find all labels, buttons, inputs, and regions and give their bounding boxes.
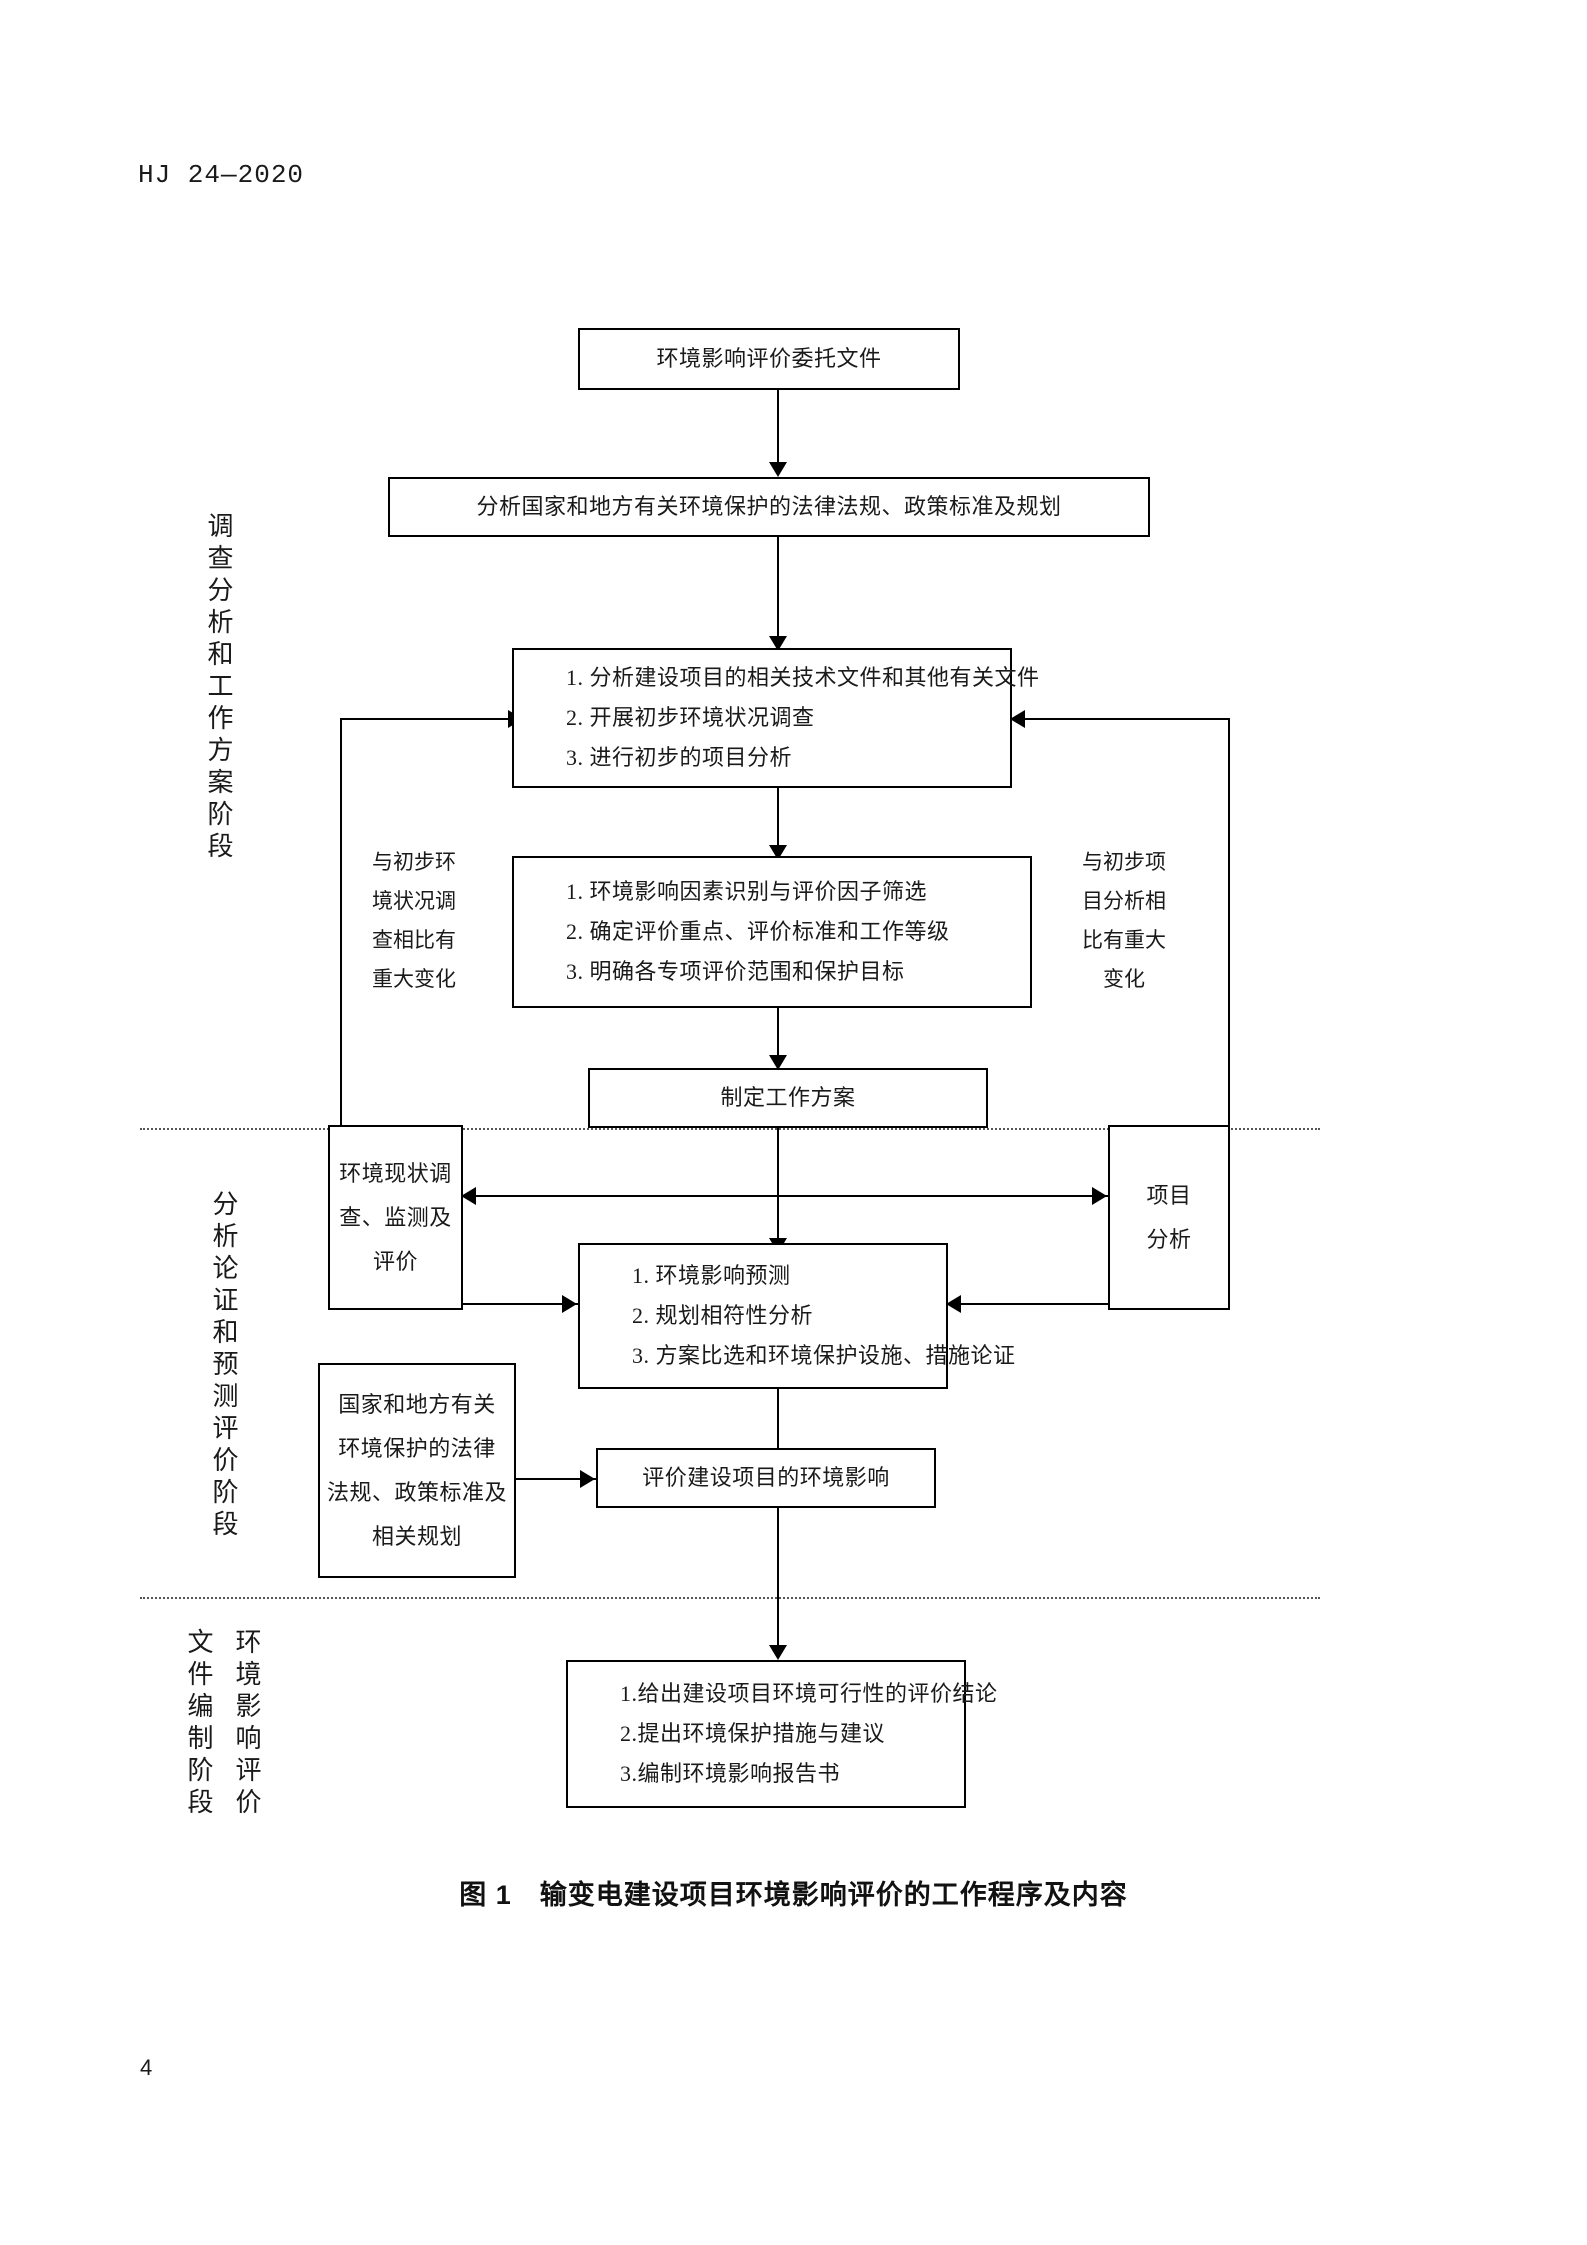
node-line: 分析 bbox=[1146, 1226, 1192, 1252]
arrow-left-icon bbox=[946, 1295, 961, 1313]
connector-sidebar-horizontal bbox=[463, 1195, 1108, 1197]
arrow-right-icon bbox=[562, 1295, 577, 1313]
node-line: 环境现状调 bbox=[339, 1160, 452, 1186]
node-project-analysis: 项目 分析 bbox=[1108, 1125, 1230, 1310]
node-line: 2. 规划相符性分析 bbox=[632, 1303, 814, 1328]
connector-projectanalysis-to-prediction bbox=[948, 1303, 1110, 1305]
connector-survey-to-prediction bbox=[463, 1303, 578, 1305]
node-factor-identification: 1. 环境影响因素识别与评价因子筛选 2. 确定评价重点、评价标准和工作等级 3… bbox=[512, 856, 1032, 1008]
node-laws-reference: 国家和地方有关 环境保护的法律 法规、政策标准及 相关规划 bbox=[318, 1363, 516, 1578]
node-line: 3. 明确各专项评价范围和保护目标 bbox=[566, 959, 905, 984]
annotation-line: 与初步环 bbox=[372, 850, 456, 874]
node-line: 3. 进行初步的项目分析 bbox=[566, 745, 793, 770]
stage-label-1: 调查分析和工作方案阶段 bbox=[204, 512, 233, 864]
node-line: 评价建设项目的环境影响 bbox=[642, 1465, 890, 1490]
node-line: 1. 环境影响因素识别与评价因子筛选 bbox=[566, 879, 928, 904]
node-line: 环境保护的法律 bbox=[338, 1435, 496, 1461]
connector-prediction-to-evaluation bbox=[777, 1389, 779, 1464]
annotation-left-feedback: 与初步环 境状况调 查相比有 重大变化 bbox=[358, 843, 470, 999]
page-number: 4 bbox=[140, 2055, 153, 2080]
arrow-left-icon bbox=[1010, 710, 1025, 728]
node-line: 项目 bbox=[1146, 1182, 1192, 1208]
connector-commission-to-laws bbox=[777, 390, 779, 470]
connector-factors-to-workplan bbox=[777, 1008, 779, 1068]
node-line: 法规、政策标准及 bbox=[326, 1479, 507, 1505]
connector-evaluation-to-conclusions bbox=[777, 1508, 779, 1658]
arrow-right-icon bbox=[580, 1470, 595, 1488]
annotation-line: 境状况调 bbox=[372, 889, 456, 913]
annotation-line: 查相比有 bbox=[372, 928, 456, 952]
stage-divider-2 bbox=[140, 1597, 1320, 1599]
node-line: 国家和地方有关 bbox=[338, 1391, 496, 1417]
node-line: 制定工作方案 bbox=[720, 1085, 856, 1110]
connector-laws-to-preliminary bbox=[777, 537, 779, 647]
annotation-line: 比有重大 bbox=[1082, 928, 1166, 952]
node-status-survey: 环境现状调 查、监测及 评价 bbox=[328, 1125, 463, 1310]
node-line: 环境影响评价委托文件 bbox=[656, 346, 882, 371]
node-line: 3.编制环境影响报告书 bbox=[620, 1761, 841, 1786]
arrow-left-icon bbox=[461, 1187, 476, 1205]
node-line: 2.提出环境保护措施与建议 bbox=[620, 1721, 886, 1746]
annotation-line: 重大变化 bbox=[372, 967, 456, 991]
node-line: 分析国家和地方有关环境保护的法律法规、政策标准及规划 bbox=[476, 494, 1062, 519]
feedback-left-horizontal bbox=[340, 718, 526, 720]
node-line: 评价 bbox=[372, 1248, 418, 1274]
stage-label-3-right: 环境影响评价 bbox=[232, 1628, 261, 1820]
node-laws-analysis: 分析国家和地方有关环境保护的法律法规、政策标准及规划 bbox=[388, 477, 1150, 537]
feedback-left-vertical bbox=[340, 718, 342, 1141]
node-line: 1.给出建设项目环境可行性的评价结论 bbox=[620, 1681, 998, 1706]
node-preliminary-analysis: 1. 分析建设项目的相关技术文件和其他有关文件 2. 开展初步环境状况调查 3.… bbox=[512, 648, 1039, 788]
feedback-right-horizontal bbox=[1012, 718, 1230, 720]
annotation-right-feedback: 与初步项 目分析相 比有重大 变化 bbox=[1068, 843, 1180, 999]
stage-label-3-left: 文件编制阶段 bbox=[184, 1628, 213, 1820]
annotation-line: 与初步项 bbox=[1082, 850, 1166, 874]
node-line: 1. 环境影响预测 bbox=[632, 1263, 791, 1288]
node-prediction-analysis: 1. 环境影响预测 2. 规划相符性分析 3. 方案比选和环境保护设施、措施论证 bbox=[578, 1243, 1015, 1389]
node-line: 查、监测及 bbox=[339, 1204, 452, 1230]
connector-workplan-down bbox=[777, 1128, 779, 1246]
stage-divider-1 bbox=[140, 1128, 1320, 1130]
annotation-line: 变化 bbox=[1103, 967, 1145, 991]
stage-label-2: 分析论证和预测评价阶段 bbox=[209, 1190, 238, 1542]
arrow-down-icon bbox=[769, 636, 787, 651]
document-header: HJ 24—2020 bbox=[138, 160, 305, 190]
node-line: 3. 方案比选和环境保护设施、措施论证 bbox=[632, 1343, 1016, 1368]
node-line: 2. 开展初步环境状况调查 bbox=[566, 705, 815, 730]
node-line: 1. 分析建设项目的相关技术文件和其他有关文件 bbox=[566, 665, 1040, 690]
connector-lawsref-to-evaluation bbox=[516, 1478, 596, 1480]
node-line: 2. 确定评价重点、评价标准和工作等级 bbox=[566, 919, 950, 944]
connector-preliminary-to-factors bbox=[777, 788, 779, 858]
node-commission-document: 环境影响评价委托文件 bbox=[578, 328, 960, 390]
node-line: 相关规划 bbox=[371, 1523, 462, 1549]
node-impact-evaluation: 评价建设项目的环境影响 bbox=[596, 1448, 936, 1508]
feedback-right-vertical bbox=[1228, 718, 1230, 1141]
figure-caption: 图 1 输变电建设项目环境影响评价的工作程序及内容 bbox=[459, 1880, 1128, 1910]
node-conclusions: 1.给出建设项目环境可行性的评价结论 2.提出环境保护措施与建议 3.编制环境影… bbox=[566, 1660, 997, 1808]
arrow-down-icon bbox=[769, 1055, 787, 1070]
arrow-down-icon bbox=[769, 1645, 787, 1660]
annotation-line: 目分析相 bbox=[1082, 889, 1166, 913]
node-work-plan: 制定工作方案 bbox=[588, 1068, 988, 1128]
arrow-down-icon bbox=[769, 462, 787, 477]
arrow-right-icon bbox=[1092, 1187, 1107, 1205]
